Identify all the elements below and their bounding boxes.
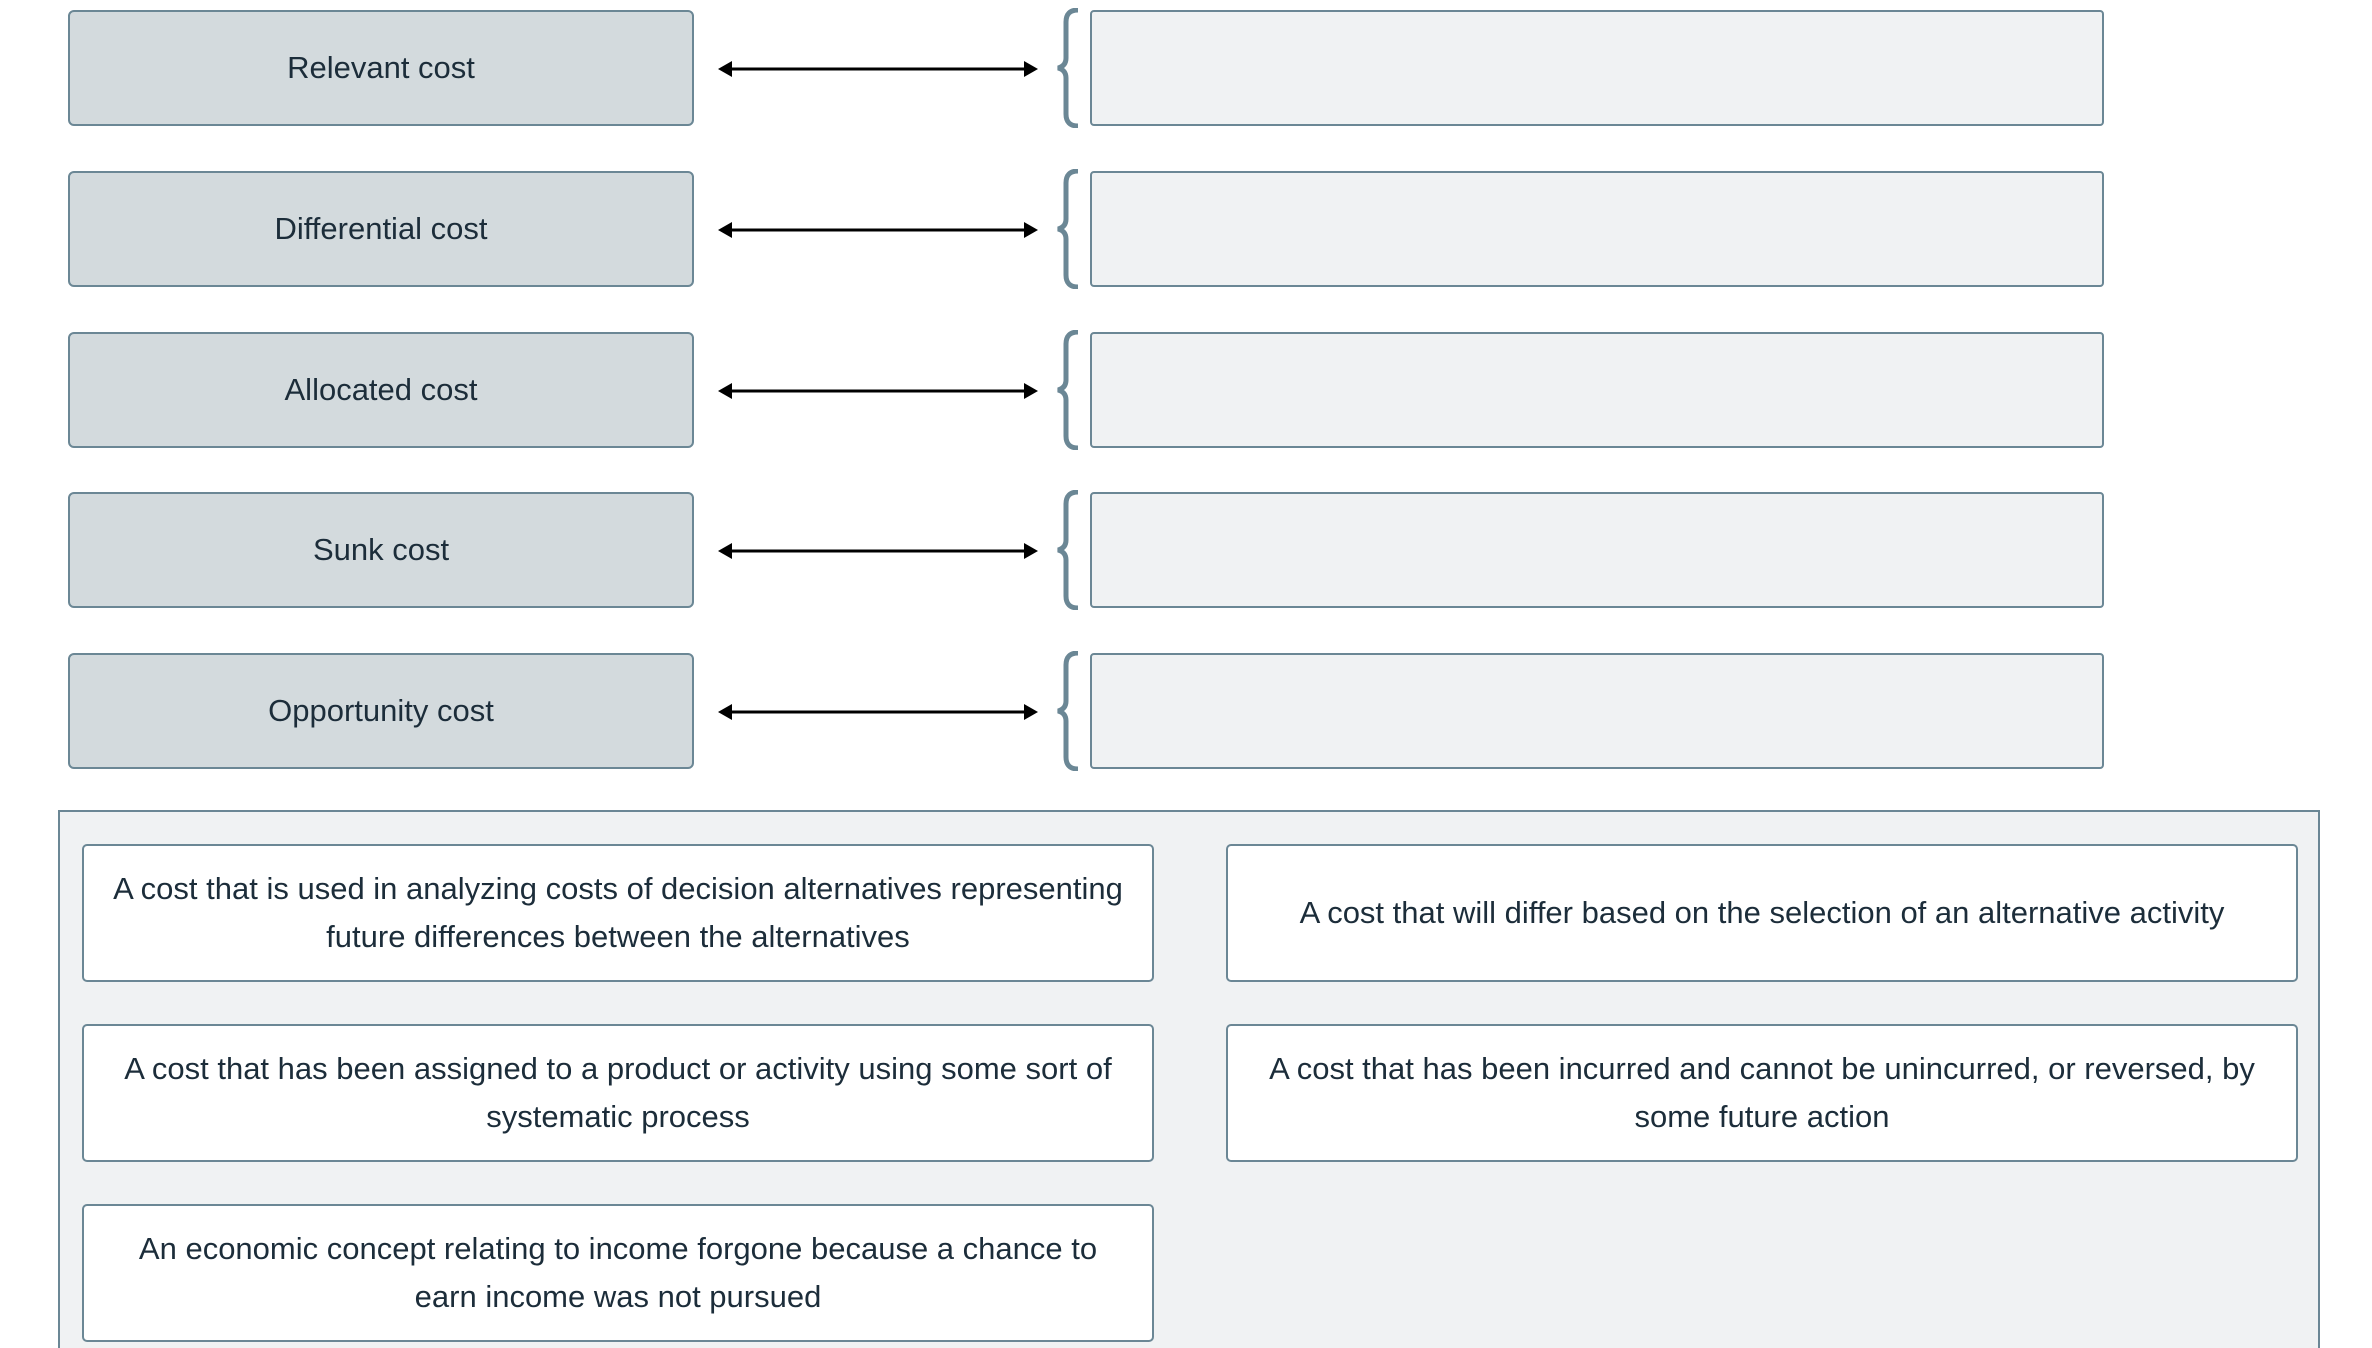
answer-text: A cost that is used in analyzing costs o…	[113, 871, 1123, 954]
brace-icon	[1057, 651, 1079, 771]
drop-slot-allocated-cost[interactable]	[1090, 332, 2104, 448]
term-allocated-cost: Allocated cost	[68, 332, 694, 448]
term-differential-cost: Differential cost	[68, 171, 694, 287]
drop-slot-differential-cost[interactable]	[1090, 171, 2104, 287]
term-label: Relevant cost	[287, 50, 475, 85]
drop-slot-relevant-cost[interactable]	[1090, 10, 2104, 126]
answer-bank: A cost that is used in analyzing costs o…	[58, 810, 2320, 1348]
answer-text: An economic concept relating to income f…	[138, 1231, 1098, 1314]
term-relevant-cost: Relevant cost	[68, 10, 694, 126]
brace-icon	[1057, 8, 1079, 128]
double-arrow-icon	[718, 704, 1038, 720]
answer-card[interactable]: A cost that is used in analyzing costs o…	[82, 844, 1154, 982]
answer-text: A cost that has been assigned to a produ…	[124, 1051, 1112, 1134]
drop-slot-opportunity-cost[interactable]	[1090, 653, 2104, 769]
brace-icon	[1057, 490, 1079, 610]
answer-card[interactable]: An economic concept relating to income f…	[82, 1204, 1154, 1342]
answer-text: A cost that will differ based on the sel…	[1299, 895, 2225, 930]
term-label: Allocated cost	[284, 372, 478, 407]
brace-icon	[1057, 330, 1079, 450]
term-sunk-cost: Sunk cost	[68, 492, 694, 608]
double-arrow-icon	[718, 543, 1038, 559]
answer-card[interactable]: A cost that will differ based on the sel…	[1226, 844, 2298, 982]
term-label: Sunk cost	[312, 532, 450, 567]
answer-text: A cost that has been incurred and cannot…	[1269, 1051, 2255, 1134]
drop-slot-sunk-cost[interactable]	[1090, 492, 2104, 608]
term-label: Differential cost	[274, 211, 488, 246]
answer-card[interactable]: A cost that has been assigned to a produ…	[82, 1024, 1154, 1162]
double-arrow-icon	[718, 222, 1038, 238]
double-arrow-icon	[718, 383, 1038, 399]
answer-card[interactable]: A cost that has been incurred and cannot…	[1226, 1024, 2298, 1162]
term-label: Opportunity cost	[268, 693, 494, 728]
term-opportunity-cost: Opportunity cost	[68, 653, 694, 769]
double-arrow-icon	[718, 61, 1038, 77]
brace-icon	[1057, 169, 1079, 289]
